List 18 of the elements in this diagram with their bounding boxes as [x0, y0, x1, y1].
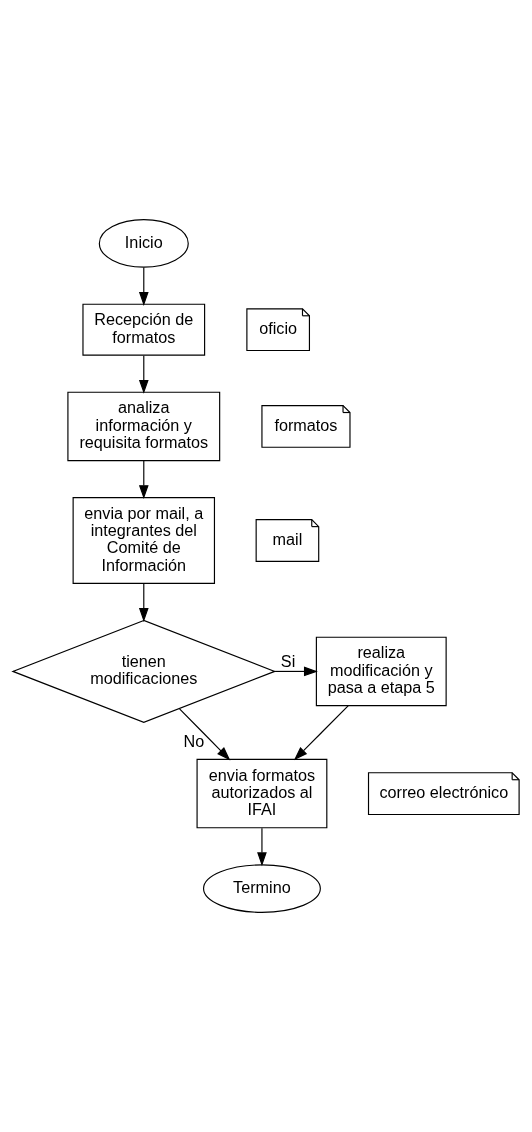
- node-ellipse: Termino: [202, 864, 321, 913]
- node-box: analiza información y requisita formatos: [67, 391, 221, 462]
- arrow: [138, 355, 149, 394]
- node-ellipse: Inicio: [98, 219, 189, 268]
- edge-label: No: [183, 732, 205, 751]
- node-box: envia formatos autorizados al IFAI: [196, 758, 328, 829]
- arrow: [293, 705, 349, 761]
- node-box: Recepción de formatos: [82, 303, 206, 356]
- arrow: [138, 460, 149, 500]
- arrow: [138, 582, 149, 622]
- edge-label: Si: [280, 652, 296, 671]
- node-box: realiza modificación y pasa a etapa 5: [315, 636, 447, 707]
- node-diamond: tienen modificaciones: [11, 619, 277, 723]
- node-box: envia por mail, a integrantes del Comité de Información: [72, 497, 216, 584]
- arrow: [138, 266, 149, 306]
- arrow: [179, 708, 231, 761]
- arrow: [274, 666, 318, 677]
- arrow: [257, 827, 267, 867]
